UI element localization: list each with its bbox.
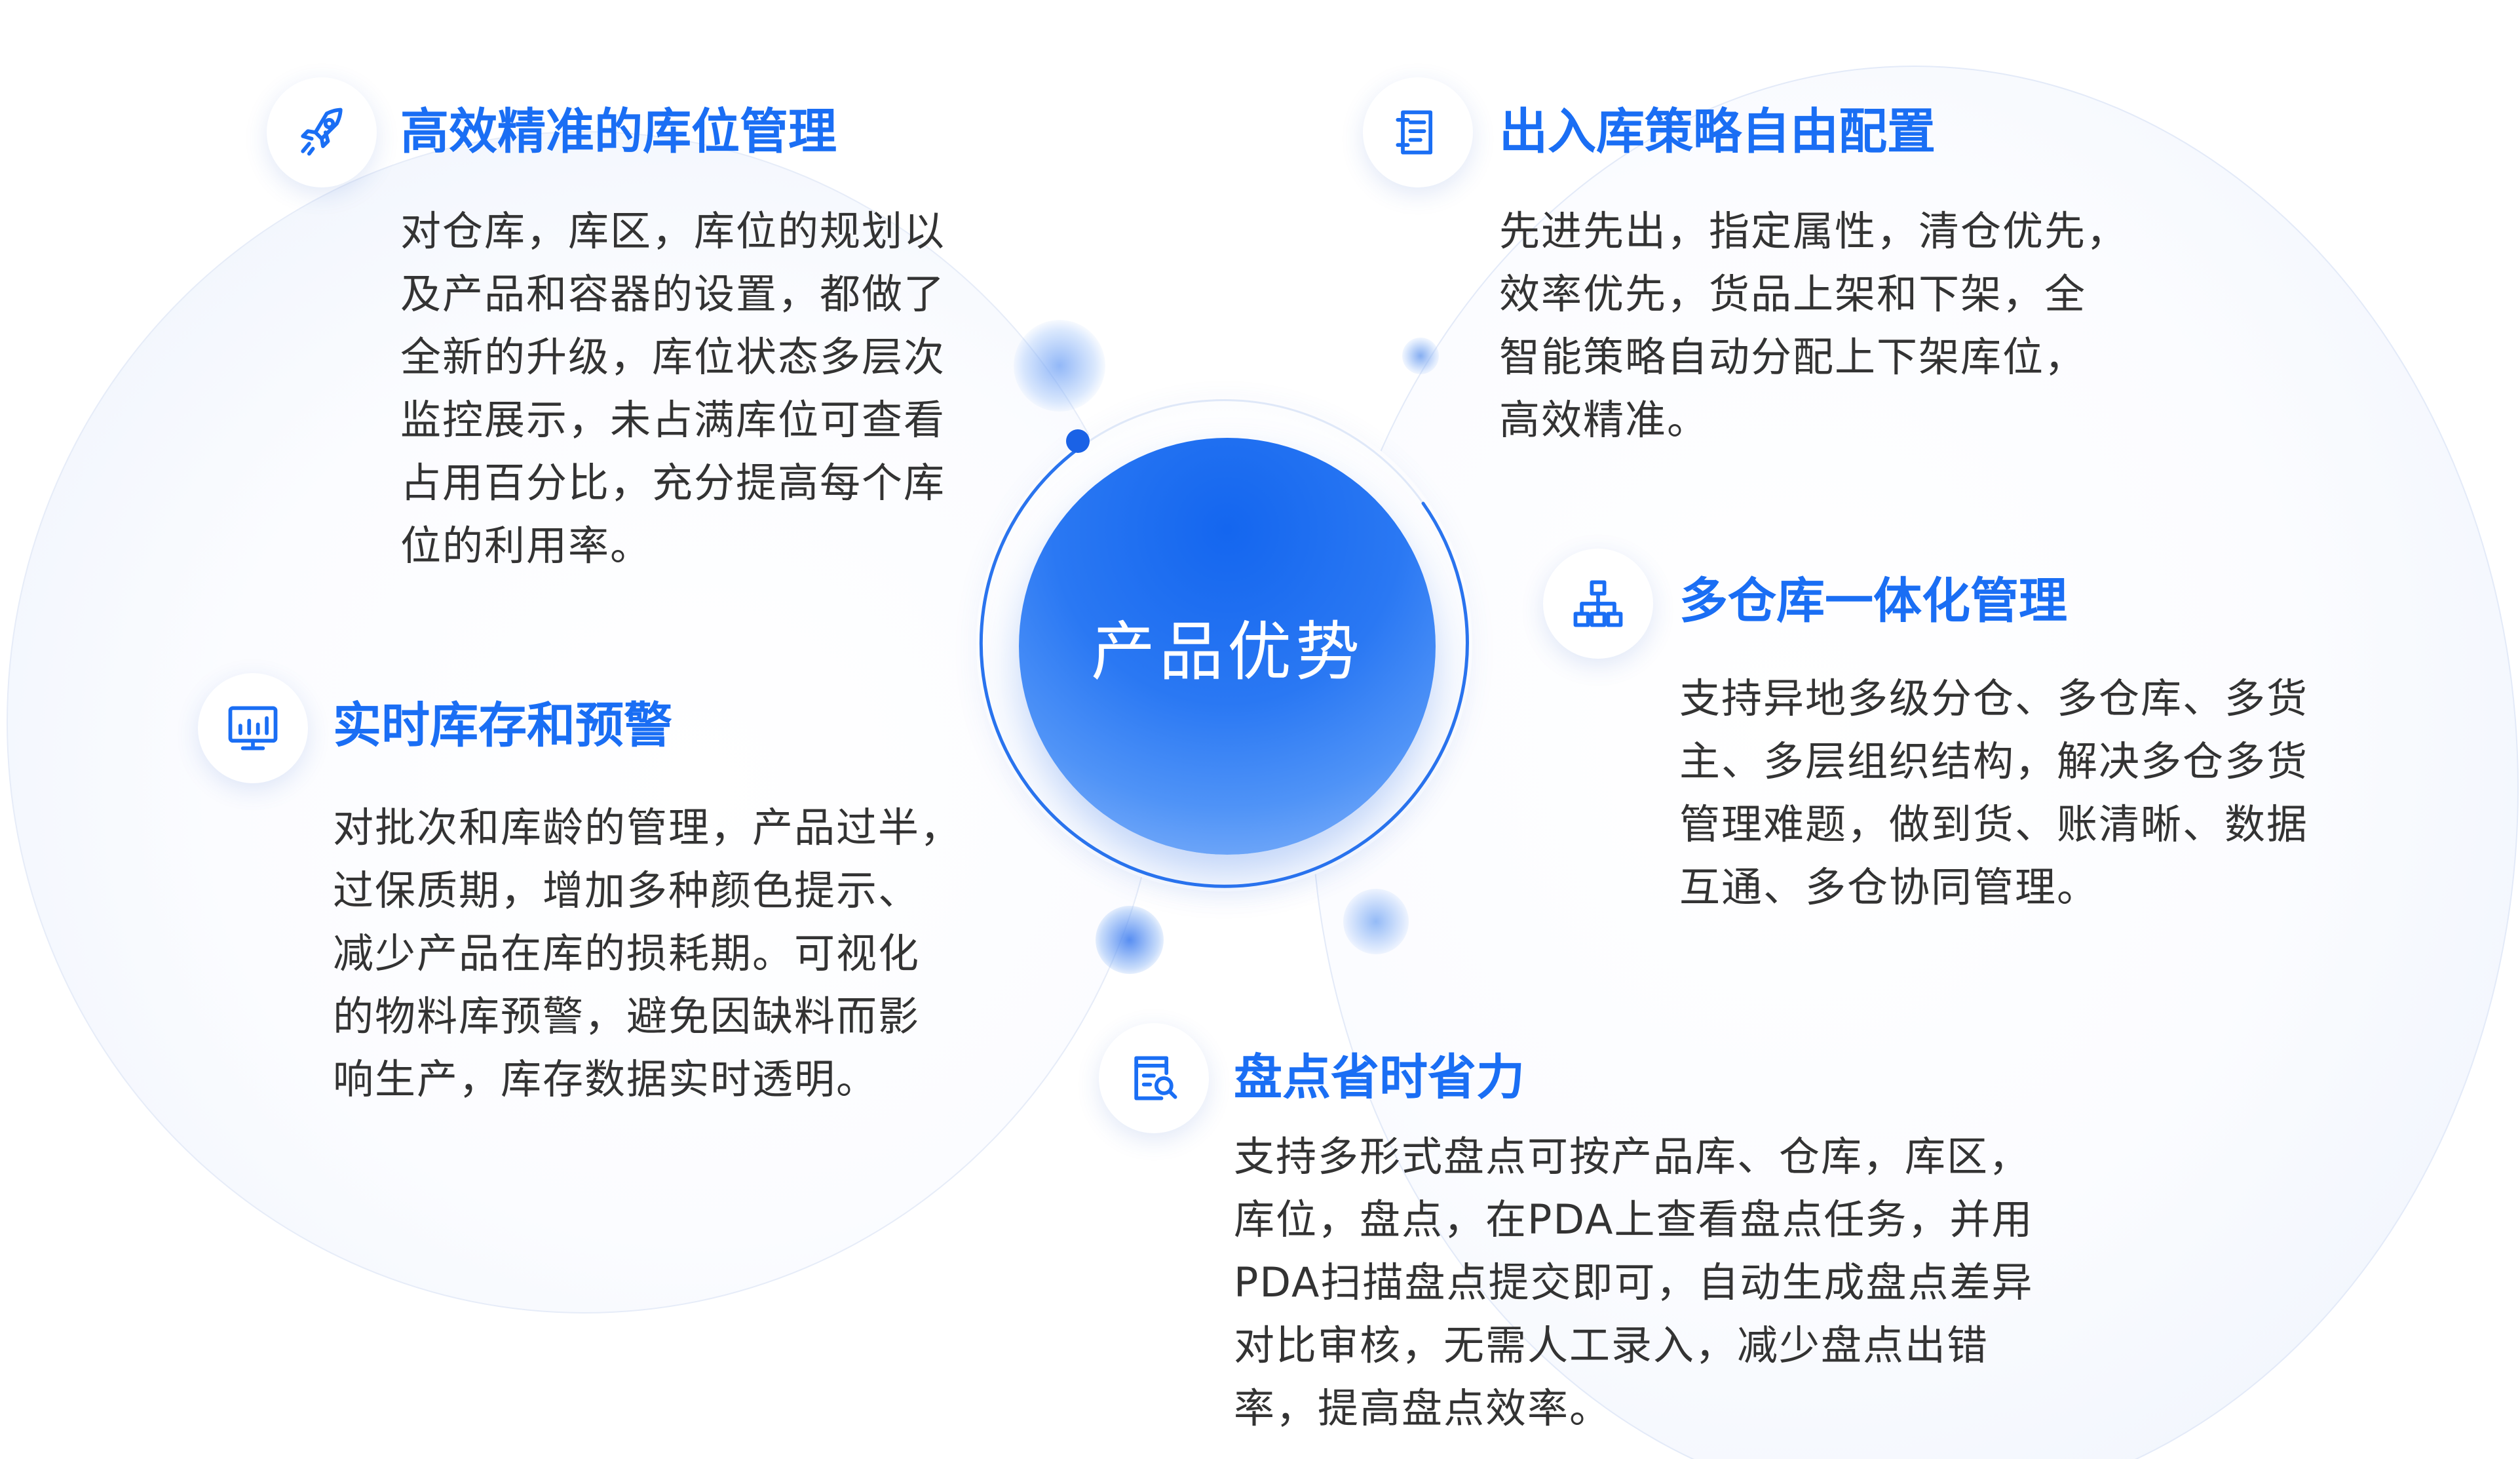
desc-line: 对批次和库龄的管理，产品过半， [333,804,963,851]
background-blob-right [1310,66,2519,1459]
desc-line: 效率优先，货品上架和下架，全 [1499,270,2087,318]
desc-line: 互通、多仓协同管理。 [1679,863,2099,911]
feature-title-stocktaking: 盘点省时省力 [1234,1049,1525,1106]
decor-dot [1096,906,1164,974]
desc-line: 减少产品在库的损耗期。可视化 [333,929,921,977]
document-list-icon-badge [1363,77,1473,187]
hierarchy-icon [1573,580,1623,627]
desc-line: 智能策略自动分配上下架库位， [1499,333,2087,381]
desc-line: 高效精准。 [1499,396,1709,444]
feature-desc-inventory-alert: 对批次和库龄的管理，产品过半， 过保质期，增加多种颜色提示、 减少产品在库的损耗… [333,796,962,1111]
feature-desc-multi-warehouse: 支持异地多级分仓、多仓库、多货 主、多层组织结构，解决多仓多货 管理难题，做到货… [1679,667,2308,919]
feature-desc-storage: 对仓库，库区，库位的规划以 及产品和容器的设置，都做了 全新的升级，库位状态多层… [400,200,945,577]
hierarchy-icon-badge [1543,549,1653,659]
feature-desc-strategy: 先进先出，指定属性，清仓优先， 效率优先，货品上架和下架，全 智能策略自动分配上… [1499,200,2128,452]
desc-line: 全新的升级，库位状态多层次 [400,333,946,381]
desc-line: 的物料库预警，避免因缺料而影 [333,992,921,1040]
decor-dot [1343,889,1409,954]
ring-arc-icon [979,399,1469,888]
decor-dot [1014,320,1105,412]
center-title: 产品优势 [1090,615,1364,690]
monitor-chart-icon-badge [198,673,308,783]
desc-line: 率，提高盘点效率。 [1234,1384,1612,1432]
desc-line: 及产品和容器的设置，都做了 [400,270,946,318]
desc-line: 管理难题，做到货、账清晰、数据 [1679,800,2309,848]
document-search-icon-badge [1099,1023,1209,1133]
desc-line: 占用百分比，充分提高每个库 [400,459,946,507]
desc-line: 过保质期，增加多种颜色提示、 [333,866,921,914]
desc-line: 位的利用率。 [400,522,653,570]
feature-desc-stocktaking: 支持多形式盘点可按产品库、仓库，库区， 库位，盘点，在PDA上查看盘点任务，并用… [1234,1125,2033,1440]
desc-line: 先进先出，指定属性，清仓优先， [1499,207,2129,255]
desc-line: 主、多层组织结构，解决多仓多货 [1679,737,2309,785]
feature-title-storage: 高效精准的库位管理 [400,104,837,160]
desc-line: 库位，盘点，在PDA上查看盘点任务，并用 [1234,1196,2034,1243]
desc-line: 支持多形式盘点可按产品库、仓库，库区， [1234,1133,2031,1180]
decor-dot [1402,338,1439,374]
rocket-icon [301,107,343,156]
feature-title-strategy: 出入库策略自由配置 [1499,104,1936,160]
document-search-icon [1134,1056,1177,1100]
rocket-icon-badge [267,77,377,187]
feature-title-inventory-alert: 实时库存和预警 [333,697,672,754]
desc-line: 支持异地多级分仓、多仓库、多货 [1679,674,2309,722]
desc-line: 对比审核，无需人工录入，减少盘点出错 [1234,1321,1989,1369]
desc-line: 响生产，库存数据实时透明。 [333,1055,879,1103]
desc-line: 对仓库，库区，库位的规划以 [400,207,946,255]
feature-title-multi-warehouse: 多仓库一体化管理 [1679,573,2067,629]
desc-line: PDA扫描盘点提交即可，自动生成盘点差异 [1234,1258,2034,1306]
monitor-chart-icon [228,706,278,750]
document-list-icon [1396,110,1433,155]
desc-line: 监控展示，未占满库位可查看 [400,396,946,444]
center-disc: 产品优势 [1019,438,1436,855]
